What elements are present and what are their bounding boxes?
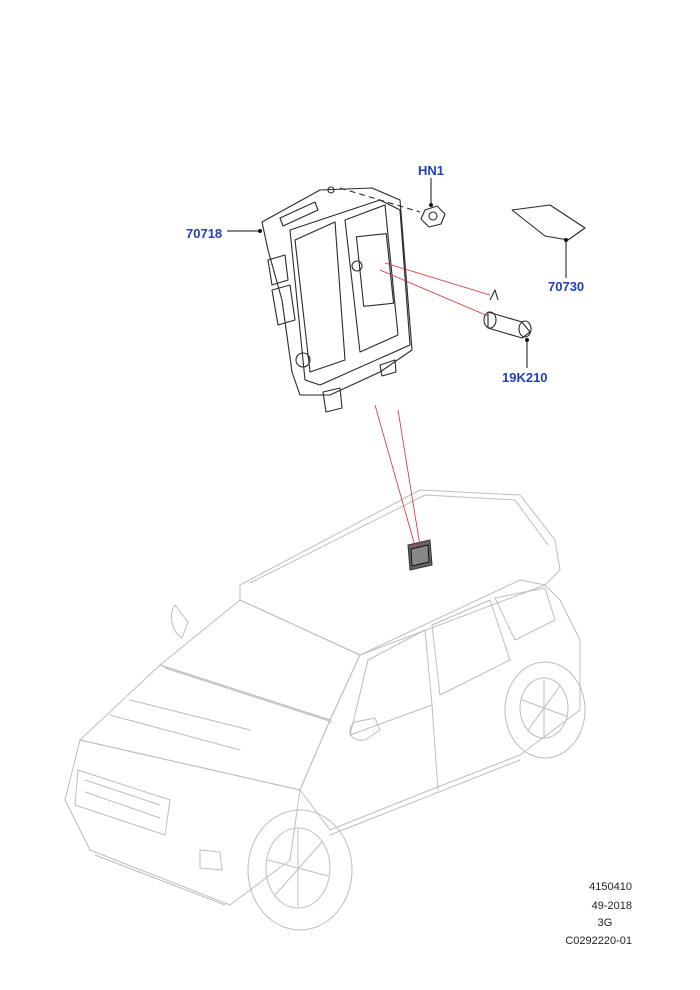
callout-label-tag[interactable]: 70730 xyxy=(548,279,584,294)
leader-lines xyxy=(227,178,568,368)
red-leaders-to-vehicle xyxy=(374,404,421,547)
ref-line-3: 3G xyxy=(598,917,613,929)
hex-nut[interactable] xyxy=(420,205,446,228)
antenna-part[interactable] xyxy=(483,289,532,339)
ref-line-4: C0292220-01 xyxy=(565,935,632,947)
callout-nut[interactable]: HN1 xyxy=(418,163,444,178)
ref-line-1: 4150410 xyxy=(589,881,632,893)
control-module[interactable] xyxy=(261,186,413,413)
vehicle-outline xyxy=(64,489,586,931)
fastener-path xyxy=(339,187,421,213)
callout-antenna[interactable]: 19K210 xyxy=(502,370,548,385)
red-leaders-to-antenna xyxy=(379,262,491,317)
callout-module[interactable]: 70718 xyxy=(186,226,222,241)
label-tag[interactable] xyxy=(511,204,586,241)
ref-line-2: 49-2018 xyxy=(592,900,632,912)
